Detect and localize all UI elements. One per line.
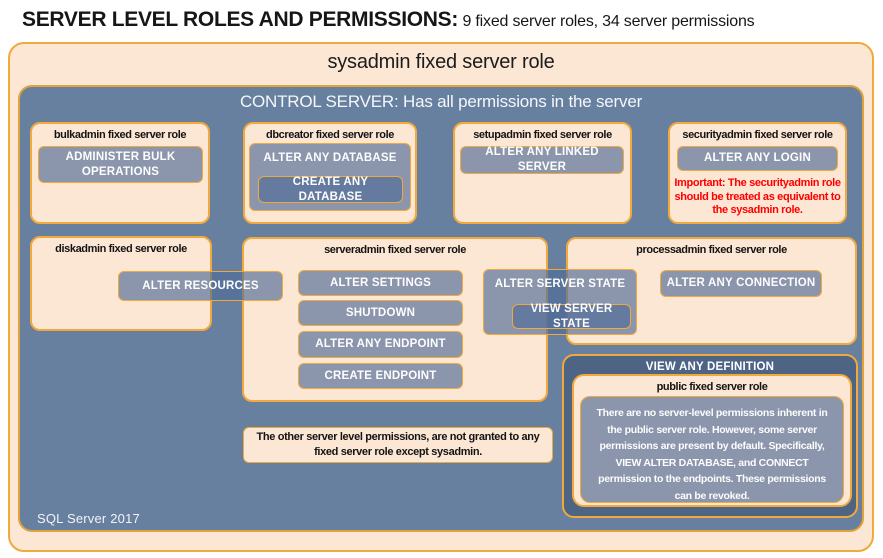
securityadmin-warning: Important: The securityadmin role should…: [674, 177, 841, 216]
setupadmin-label: setupadmin fixed server role: [473, 129, 612, 141]
diskadmin-label: diskadmin fixed server role: [55, 243, 187, 255]
other-permissions-note: The other server level permissions, are …: [243, 427, 553, 463]
perm-administer-bulk-operations: ADMINISTER BULK OPERATIONS: [38, 146, 203, 183]
perm-create-any-database: CREATE ANY DATABASE: [258, 176, 403, 203]
page-title-main: SERVER LEVEL ROLES AND PERMISSIONS:: [22, 8, 459, 31]
bulkadmin-label: bulkadmin fixed server role: [53, 129, 187, 141]
perm-view-server-state: VIEW SERVER STATE: [512, 303, 631, 330]
perm-alter-any-connection: ALTER ANY CONNECTION: [660, 270, 822, 297]
public-role-note: There are no server-level permissions in…: [580, 396, 844, 503]
perm-view-any-definition-label: VIEW ANY DEFINITION: [645, 361, 775, 373]
serveradmin-label: serveradmin fixed server role: [324, 244, 466, 256]
public-label: public fixed server role: [656, 381, 768, 393]
perm-alter-settings: ALTER SETTINGS: [298, 270, 463, 296]
control-server-label: CONTROL SERVER: Has all permissions in t…: [239, 92, 643, 111]
perm-alter-resources: ALTER RESOURCES: [118, 271, 283, 301]
perm-alter-any-linked-server: ALTER ANY LINKED SERVER: [460, 146, 624, 174]
dbcreator-label: dbcreator fixed server role: [266, 129, 394, 141]
processadmin-label: processadmin fixed server role: [636, 244, 787, 256]
securityadmin-label: securityadmin fixed server role: [682, 129, 833, 141]
perm-alter-any-database: ALTER ANY DATABASE CREATE ANY DATABASE: [249, 143, 411, 211]
perm-alter-any-database-label: ALTER ANY DATABASE: [263, 152, 397, 164]
role-box-securityadmin: securityadmin fixed server role Importan…: [668, 122, 847, 224]
perm-shutdown: SHUTDOWN: [298, 300, 463, 326]
perm-alter-any-login: ALTER ANY LOGIN: [677, 146, 838, 171]
version-label: SQL Server 2017: [37, 511, 140, 526]
perm-alter-server-state-label: ALTER SERVER STATE: [494, 278, 626, 290]
page-title-sub: 9 fixed server roles, 34 server permissi…: [462, 13, 755, 30]
page-title: SERVER LEVEL ROLES AND PERMISSIONS: 9 fi…: [22, 8, 872, 32]
sysadmin-role-label: sysadmin fixed server role: [327, 51, 555, 73]
perm-alter-any-endpoint: ALTER ANY ENDPOINT: [298, 331, 463, 358]
perm-alter-server-state: ALTER SERVER STATE VIEW SERVER STATE: [483, 269, 637, 335]
perm-create-endpoint: CREATE ENDPOINT: [298, 363, 463, 389]
